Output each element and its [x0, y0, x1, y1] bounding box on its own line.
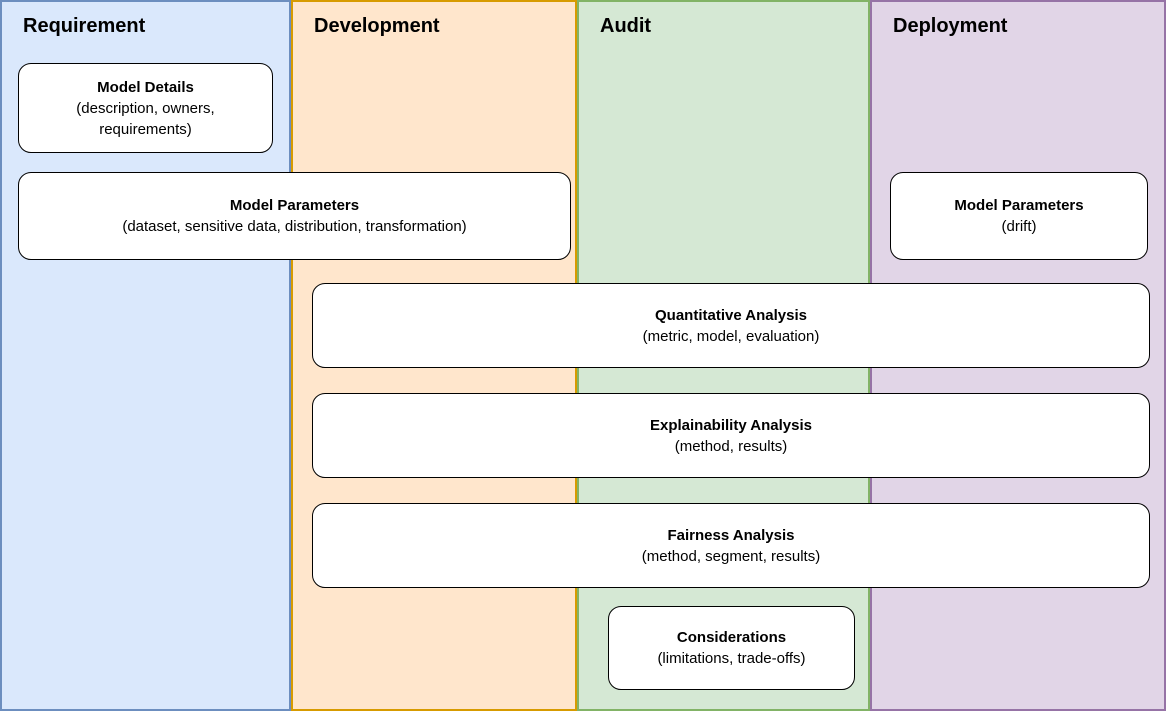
node-explainability-analysis: Explainability Analysis (method, results… — [312, 393, 1150, 478]
node-title: Considerations — [676, 629, 787, 646]
node-title: Quantitative Analysis — [655, 306, 807, 324]
node-title: Fairness Analysis — [667, 526, 795, 544]
node-subtitle: (method, results) — [674, 437, 788, 455]
node-model-parameters-drift: Model Parameters (drift) — [890, 172, 1148, 260]
node-model-parameters-development: Model Parameters (dataset, sensitive dat… — [18, 172, 571, 260]
node-subtitle: (description, owners, requirements) — [76, 99, 215, 138]
lane-requirement-title: Requirement — [23, 15, 146, 37]
node-title: Model Parameters — [229, 197, 360, 214]
node-subtitle: (method, segment, results) — [641, 547, 821, 565]
lane-audit-title: Audit — [600, 15, 652, 37]
node-title: Model Parameters — [954, 197, 1084, 214]
node-subtitle: (drift) — [1001, 218, 1037, 235]
node-title: Explainability Analysis — [649, 416, 812, 434]
node-quantitative-analysis: Quantitative Analysis (metric, model, ev… — [312, 283, 1150, 368]
node-fairness-analysis: Fairness Analysis (method, segment, resu… — [312, 503, 1150, 588]
node-subtitle: (dataset, sensitive data, distribution, … — [122, 218, 467, 235]
node-subtitle: (limitations, trade-offs) — [657, 650, 806, 667]
lane-development-title: Development — [314, 15, 440, 37]
node-considerations: Considerations (limitations, trade-offs) — [608, 606, 855, 690]
node-subtitle: (metric, model, evaluation) — [642, 327, 820, 345]
node-model-details: Model Details (description, owners, requ… — [18, 63, 273, 153]
node-title: Model Details — [97, 78, 194, 96]
lane-deployment-title: Deployment — [893, 15, 1008, 37]
